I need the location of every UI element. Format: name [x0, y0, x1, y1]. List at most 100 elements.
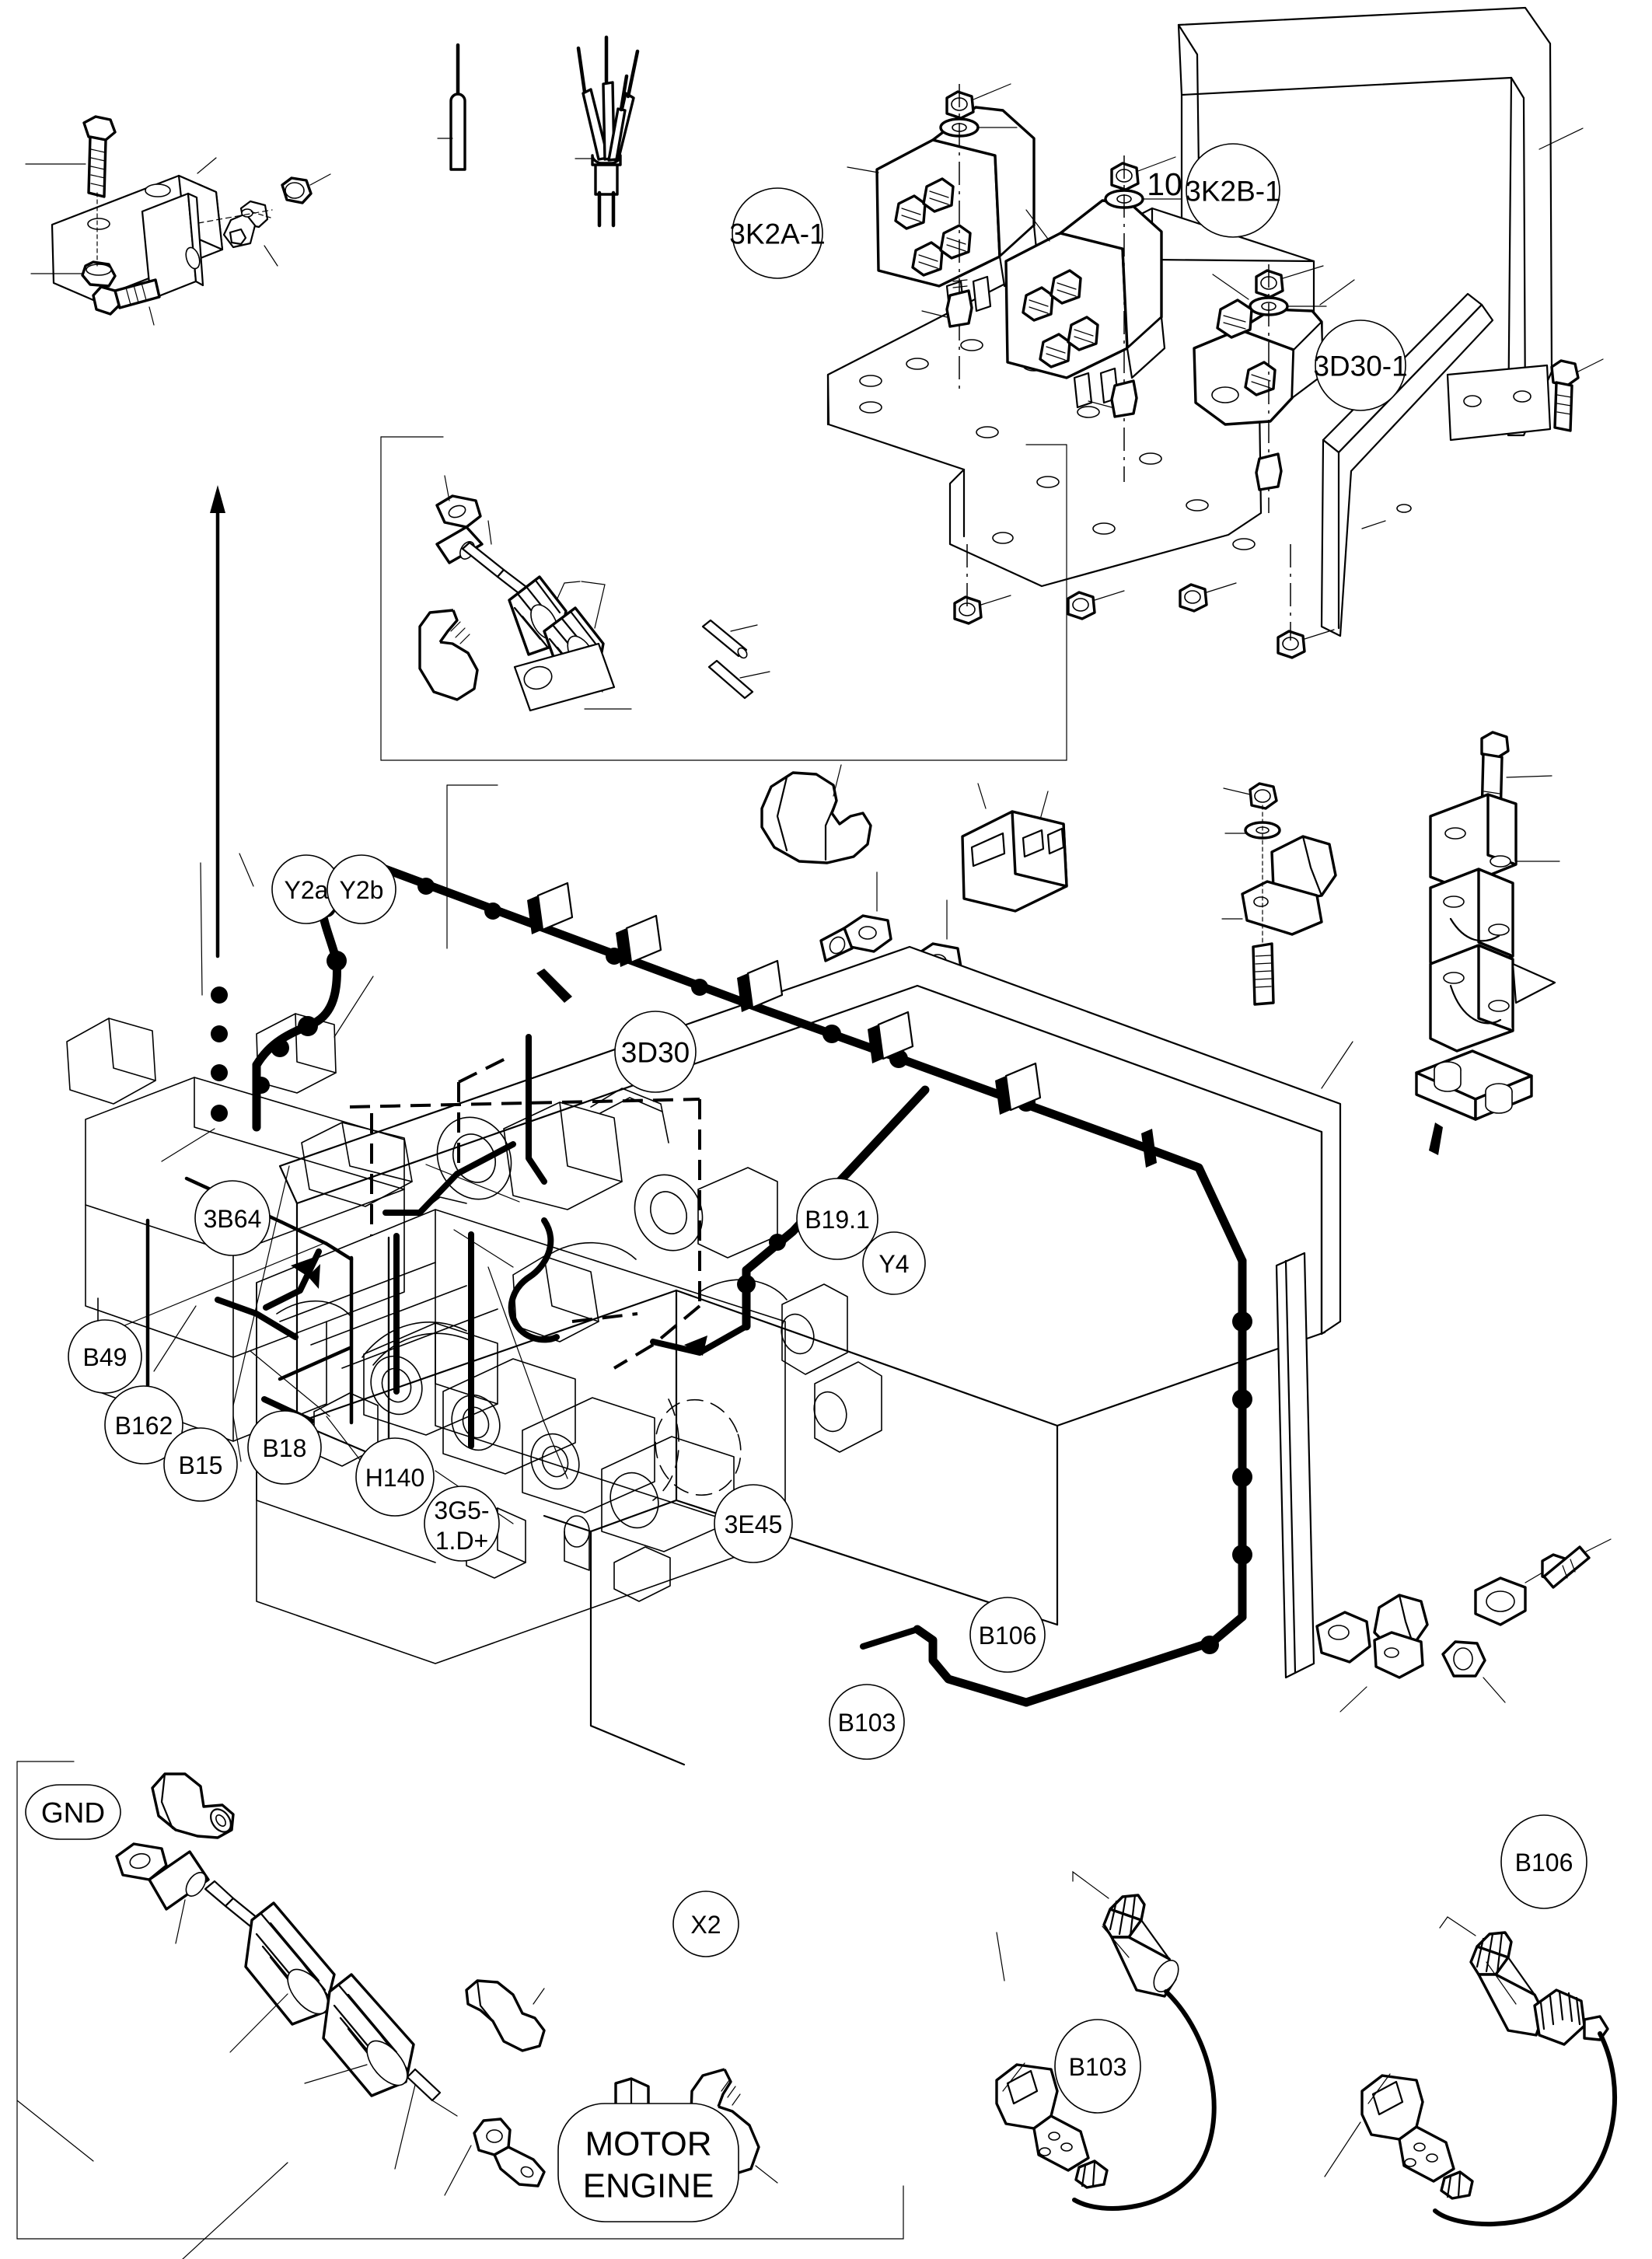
callout-b103-sensor[interactable]: B103 — [1054, 2019, 1141, 2114]
engine-harness-assembly — [66, 485, 1353, 1766]
callout-3k2b-1[interactable]: 3K2B-1 — [1185, 143, 1281, 238]
callout-label: 3K2B-1 — [1185, 176, 1280, 208]
callout-gnd[interactable]: GND — [25, 1784, 121, 1840]
engine-right-accessories — [781, 1283, 882, 1453]
hex-nut-lower — [30, 192, 117, 288]
harness-rect-clips — [527, 882, 1157, 1168]
multi-core-cable-sample — [575, 35, 640, 228]
callout-y4[interactable]: Y4 — [862, 1231, 926, 1295]
insulation-tubes — [701, 619, 770, 700]
callout-label: H140 — [365, 1464, 425, 1492]
solenoid-relay-b — [1004, 199, 1166, 409]
callout-b106-plate[interactable]: B106 — [969, 1597, 1046, 1673]
callout-3d30[interactable]: 3D30 — [614, 1011, 697, 1093]
callout-motor-engine[interactable]: MOTOR ENGINE — [557, 2103, 739, 2222]
ring-lug-terminal — [435, 475, 484, 564]
callout-label: B162 — [115, 1412, 173, 1440]
callout-label: 3D30 — [621, 1037, 690, 1069]
relay-a-terminals — [894, 177, 972, 277]
callout-label-line2: 1.D+ — [435, 1527, 488, 1555]
callout-label: Y2b — [340, 876, 384, 904]
bottom-group-frame — [16, 1761, 904, 2240]
engine-cylinder-group — [363, 1322, 735, 1552]
sensor-lead-b103 — [995, 1870, 1217, 2211]
callout-10: 10 — [1147, 166, 1182, 202]
hex-bolt-lower — [92, 278, 161, 326]
callout-label: 3E45 — [725, 1510, 783, 1538]
callout-label: B18 — [263, 1434, 307, 1462]
callout-3k2a-1[interactable]: 3K2A-1 — [729, 187, 826, 279]
gnd-rubber-cap — [151, 1772, 235, 1839]
b103-connector-plug — [995, 2063, 1109, 2189]
split-clamp-blocks — [1415, 793, 1560, 1155]
callout-b49[interactable]: B49 — [68, 1319, 142, 1394]
callout-b103-plate[interactable]: B103 — [829, 1684, 905, 1760]
callout-label: B106 — [1515, 1849, 1573, 1877]
callout-y2a[interactable]: Y2a — [271, 854, 341, 924]
callout-x2[interactable]: X2 — [672, 1891, 739, 1957]
callout-label-line1: MOTOR — [585, 2125, 712, 2163]
callout-3e45[interactable]: 3E45 — [714, 1484, 793, 1563]
callout-label-line2: ENGINE — [583, 2167, 714, 2205]
gnd-angled-boot — [465, 1979, 546, 2052]
callout-3b64[interactable]: 3B64 — [194, 1180, 271, 1256]
callout-h140[interactable]: H140 — [355, 1437, 435, 1517]
bracket-hardware-group — [25, 115, 331, 326]
p-clamp-assembly — [1221, 782, 1337, 1006]
callout-b15[interactable]: B15 — [163, 1427, 238, 1502]
callout-b18[interactable]: B18 — [247, 1410, 322, 1485]
cable-p-clamp-small — [222, 200, 278, 267]
callout-b106-sensor[interactable]: B106 — [1500, 1814, 1587, 1909]
relay-b-terminals — [1022, 269, 1099, 368]
gnd-ring-lug — [115, 1842, 210, 1944]
engine-block — [66, 1013, 882, 1664]
black-connector-housing — [961, 783, 1068, 913]
callout-label: B103 — [838, 1709, 896, 1737]
machine-base-plate — [278, 945, 1342, 1766]
callout-label: GND — [41, 1797, 105, 1829]
rubber-angled-boot — [760, 764, 872, 864]
terminal-boot-group — [380, 436, 1068, 990]
p-clamp-lower-assembly — [1315, 1538, 1612, 1713]
cover-shield-panel — [1177, 6, 1584, 442]
relay-mounting-plate-group — [826, 6, 1604, 659]
callout-b162[interactable]: B162 — [104, 1385, 183, 1465]
sensor-lead-b106 — [1324, 1916, 1617, 2226]
callout-b19-1[interactable]: B19.1 — [796, 1178, 878, 1260]
callout-label: B103 — [1069, 2053, 1127, 2081]
callout-3d30-1[interactable]: 3D30-1 — [1313, 319, 1408, 411]
b106-knurled-nut — [1533, 1988, 1609, 2046]
gnd-boot-upper — [229, 1901, 336, 2053]
callout-y2b[interactable]: Y2b — [327, 854, 396, 924]
callout-label: 3K2A-1 — [729, 218, 825, 250]
b106-connector-plug — [1360, 2074, 1474, 2200]
callout-label: 3D30-1 — [1313, 351, 1407, 382]
relay-mounting-plate — [826, 207, 1315, 588]
hex-bolt-upper — [25, 115, 117, 198]
l-bracket-plate — [51, 157, 224, 302]
callout-3g5-1d[interactable]: 3G5- 1.D+ — [424, 1486, 500, 1562]
callout-leader-lines — [96, 853, 568, 1524]
vertical-post — [1275, 1041, 1353, 1679]
gnd-small-lug — [444, 2118, 546, 2196]
callout-label: X2 — [690, 1911, 721, 1939]
shield-bolt — [1550, 358, 1604, 432]
callout-label: Y2a — [285, 876, 329, 904]
callout-label: B49 — [83, 1343, 127, 1371]
washer-nut-right — [250, 173, 331, 218]
wire-end-samples — [437, 35, 640, 228]
cable-tie-loop — [418, 609, 479, 701]
gnd-boot-lower — [304, 1973, 415, 2097]
callout-label-line1: 3G5- — [434, 1496, 489, 1524]
single-core-cable-sample — [437, 43, 466, 171]
callout-label: B19.1 — [805, 1206, 870, 1234]
callout-label: 3B64 — [204, 1205, 262, 1233]
insulation-pad — [513, 642, 632, 712]
callout-label: B106 — [979, 1622, 1037, 1650]
callout-label: B15 — [179, 1451, 223, 1479]
callout-label: Y4 — [878, 1250, 909, 1278]
relay-fastener-set — [921, 83, 1327, 513]
callout-label: 10 — [1147, 166, 1182, 202]
plate-lower-fasteners — [953, 544, 1335, 659]
